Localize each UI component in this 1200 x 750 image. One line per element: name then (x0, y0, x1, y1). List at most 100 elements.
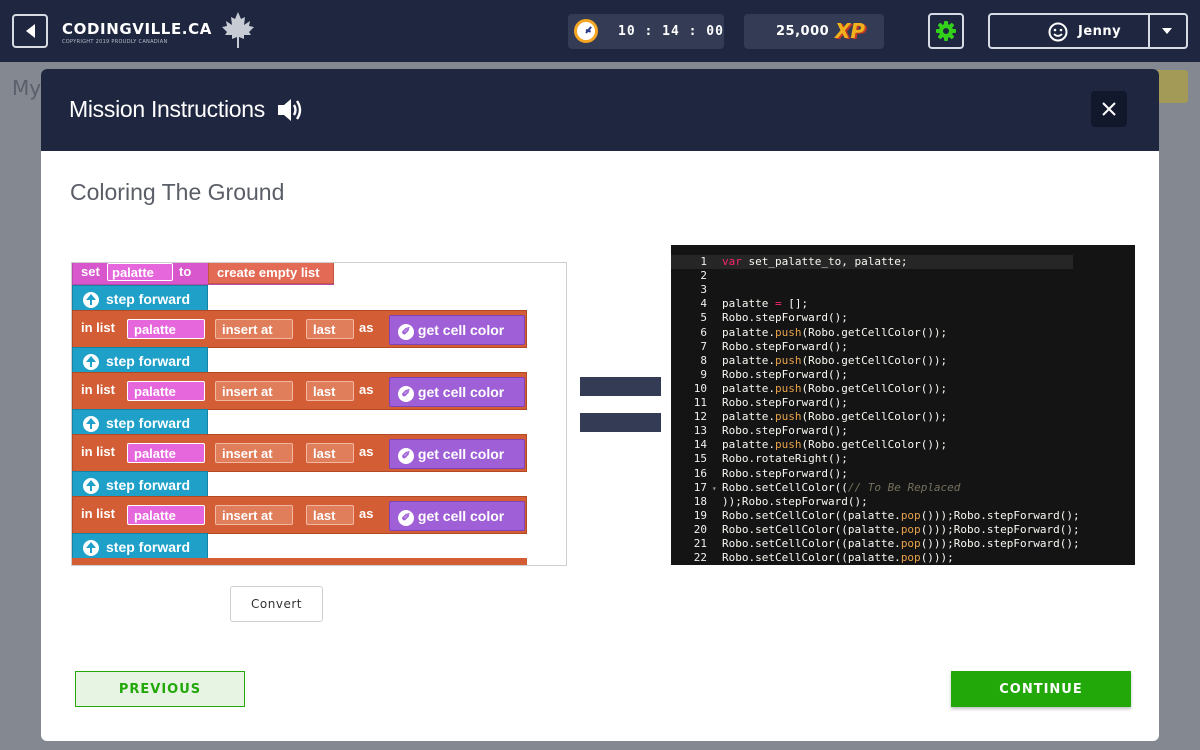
brand-tagline: COPYRIGHT 2019 PROUDLY CANADIAN (62, 39, 168, 45)
in-list-label: in list (81, 382, 115, 397)
list-variable-dropdown: palatte (127, 443, 205, 463)
xp-counter: 25,000 XP (744, 14, 884, 49)
speaker-icon[interactable] (276, 96, 306, 124)
fold-arrow-icon[interactable]: ▾ (707, 483, 717, 493)
timer: 10 : 14 : 00 (568, 14, 724, 49)
code-text: Robo.setCellColor((palatte.pop()));Robo.… (722, 508, 1080, 522)
get-cell-color-label: get cell color (417, 446, 505, 462)
step-forward-label: step forward (106, 477, 191, 493)
brand-name: CODINGVILLE.CA (62, 20, 212, 38)
line-number: 1 (700, 255, 707, 268)
code-text: var set_palatte_to, palatte; (722, 255, 908, 268)
as-keyword: as (359, 444, 374, 459)
blocks-program: set palatte to create empty list step fo… (71, 262, 567, 566)
xp-label: XP (835, 19, 866, 43)
line-number: 13 (693, 424, 707, 438)
code-line: 15 Robo.rotateRight(); (671, 452, 1135, 466)
arrow-up-icon (83, 292, 99, 308)
set-keyword: set (81, 264, 100, 279)
close-icon (1102, 102, 1116, 116)
code-text: Robo.rotateRight(); (722, 452, 848, 466)
line-number: 2 (700, 269, 707, 283)
line-number: 20 (693, 522, 707, 536)
insert-at-dropdown: insert at (215, 381, 293, 401)
code-line: 22 Robo.setCellColor((palatte.pop())); (671, 551, 1135, 565)
continue-button[interactable]: CONTINUE (951, 671, 1131, 707)
code-text: Robo.setCellColor((palatte.pop()));Robo.… (722, 537, 1080, 550)
maple-leaf-icon (222, 12, 254, 48)
code-line: 2 (671, 269, 1135, 283)
mission-instructions-modal: Mission Instructions Coloring The Ground… (41, 69, 1159, 741)
line-number: 21 (693, 537, 707, 550)
close-button[interactable] (1091, 91, 1127, 127)
code-line: 19 Robo.setCellColor((palatte.pop()));Rob… (671, 509, 1135, 523)
modal-header: Mission Instructions (41, 69, 1159, 151)
back-arrow-icon (25, 24, 35, 38)
brand: CODINGVILLE.CA COPYRIGHT 2019 PROUDLY CA… (62, 20, 212, 45)
equals-sign-bottom (580, 413, 661, 432)
insert-at-dropdown: insert at (215, 505, 293, 525)
line-number: 5 (700, 311, 707, 325)
arrow-up-icon (83, 540, 99, 556)
line-number: 3 (700, 283, 707, 297)
settings-button[interactable] (928, 13, 964, 49)
pen-icon: ✐ (398, 448, 414, 464)
xp-value: 25,000 (776, 24, 830, 39)
list-variable-dropdown: palatte (127, 505, 205, 525)
convert-button[interactable]: Convert (230, 586, 323, 622)
as-keyword: as (359, 320, 374, 335)
in-list-insert-block-partial (72, 558, 527, 565)
list-variable-dropdown: palatte (127, 381, 205, 401)
as-keyword: as (359, 506, 374, 521)
previous-button[interactable]: PREVIOUS (75, 671, 245, 707)
code-text: Robo.stepForward(); (722, 424, 848, 438)
line-number: 11 (693, 396, 707, 409)
step-forward-block: step forward (72, 471, 208, 497)
code-text: Robo.stepForward(); (722, 466, 848, 480)
modal-title: Mission Instructions (69, 96, 265, 122)
get-cell-color-block: ✐ get cell color (389, 439, 525, 469)
create-list-label: create empty list (217, 265, 320, 280)
user-name: Jenny (1078, 24, 1122, 39)
code-text: Robo.setCellColor((palatte.pop()));Robo.… (722, 522, 1080, 536)
code-text: palatte = []; (722, 297, 809, 311)
arrow-up-icon (83, 354, 99, 370)
step-forward-label: step forward (106, 415, 191, 431)
as-keyword: as (359, 382, 374, 397)
pen-icon: ✐ (398, 324, 414, 340)
step-forward-block: step forward (72, 409, 208, 435)
code-text: palatte.push(Robo.getCellColor()); (722, 410, 948, 424)
code-text: Robo.setCellColor((palatte.pop())); (722, 551, 954, 565)
line-number: 15 (693, 452, 707, 466)
chevron-down-icon[interactable] (1162, 28, 1172, 34)
user-menu-divider (1148, 15, 1150, 47)
list-variable-dropdown: palatte (127, 319, 205, 339)
last-dropdown: last (306, 443, 354, 463)
back-button[interactable] (12, 14, 48, 48)
gear-icon (936, 21, 956, 41)
in-list-label: in list (81, 444, 115, 459)
in-list-insert-block: in list palatte insert at last as ✐ get … (72, 496, 527, 534)
code-line: 20 Robo.setCellColor((palatte.pop()));Rob… (671, 523, 1135, 537)
in-list-insert-block: in list palatte insert at last as ✐ get … (72, 310, 527, 348)
step-forward-block: step forward (72, 347, 208, 373)
top-bar: CODINGVILLE.CA COPYRIGHT 2019 PROUDLY CA… (0, 0, 1200, 62)
step-forward-label: step forward (106, 539, 191, 555)
in-list-label: in list (81, 506, 115, 521)
line-number: 19 (693, 508, 707, 522)
line-number: 22 (693, 551, 707, 565)
in-list-label: in list (81, 320, 115, 335)
line-number: 9 (700, 367, 707, 381)
to-keyword: to (179, 264, 192, 279)
insert-at-dropdown: insert at (215, 443, 293, 463)
user-menu[interactable]: Jenny (988, 13, 1188, 49)
